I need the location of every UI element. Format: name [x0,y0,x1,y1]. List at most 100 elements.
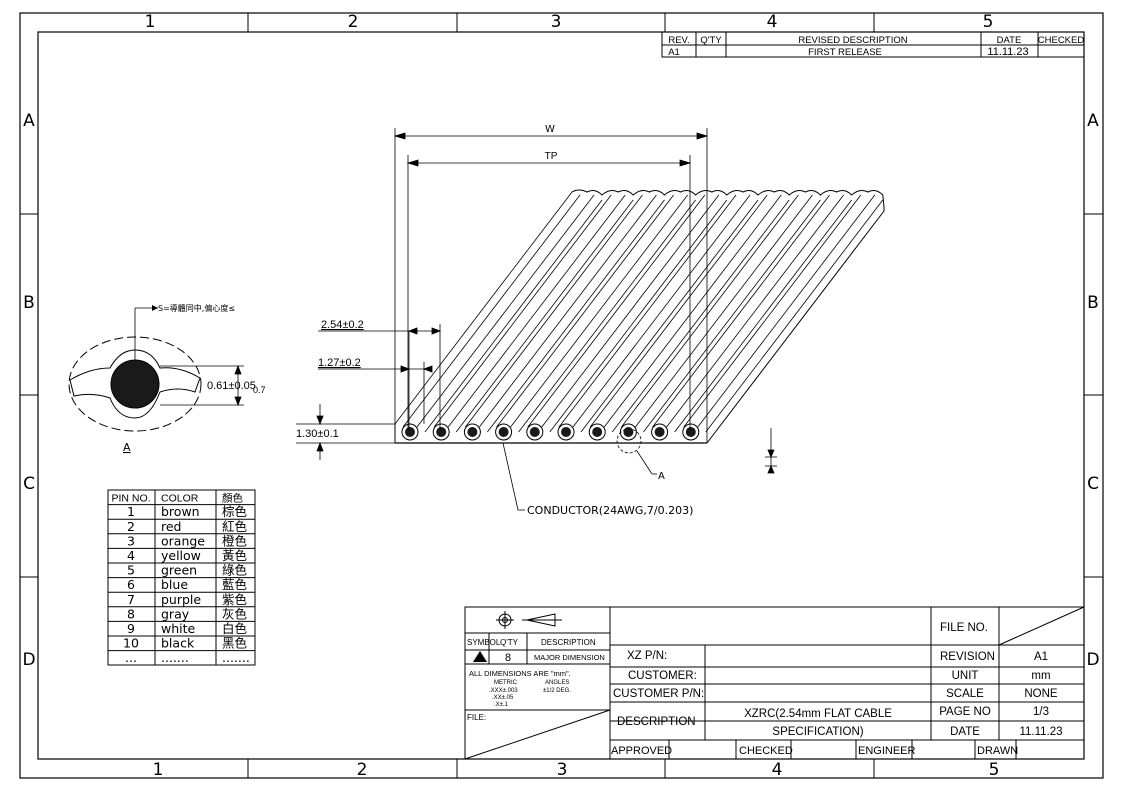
conductor-line [674,199,852,433]
row-label-left-A: A [23,111,35,131]
section-label: A [123,441,131,454]
dim-end-thickness [765,428,777,474]
symbol-qty: 8 [505,652,511,664]
rev-date-value: 11.11.23 [987,46,1028,58]
dim-half-pitch-label: 1.27±0.2 [318,357,361,369]
conductor-line [465,194,643,428]
customer-pn-label: CUSTOMER P/N: [613,688,704,700]
tol-metric: METRIC [494,680,518,686]
pin-table-cell: 紅色 [222,519,248,534]
conductor-lines [394,191,884,433]
pin-table-cell: 2 [127,519,135,534]
detail-callout-circle [616,428,642,454]
pin-table-cell: 灰色 [222,606,248,621]
conductor-line [527,194,706,428]
cable-right-edge [706,207,885,444]
symbol-triangle-icon [473,651,487,662]
tol-xxx: .XXX±.003 [489,688,518,694]
conductor-line [580,199,759,433]
conductor-line [558,194,737,428]
dim-insulation-overlap: 0.7 [253,385,266,395]
scale-label: SCALE [946,688,984,700]
conductor-line [541,194,720,428]
qty-header: Q'TY [700,35,722,46]
col-label-top-1: 1 [145,12,156,32]
col-label-top-3: 3 [551,12,562,32]
pin-table-cell: brown [161,504,200,519]
pin-table-cell: orange [161,533,205,548]
pin-table-cell: ....... [161,650,189,665]
pin-table-cell: 棕色 [222,504,248,519]
customer-label: CUSTOMER: [628,670,697,682]
symbol-desc: MAJOR DIMENSION [534,653,605,662]
conductor-line [603,194,782,428]
detail-callout-label: A [658,471,665,482]
conductor-line [621,194,799,428]
conductor-line [611,199,790,433]
zone-ticks [20,13,1103,778]
pin-table-cell: 9 [127,621,135,636]
pin-table-cell: purple [161,592,201,607]
row-label-left-D: D [22,650,35,670]
conductor-line [416,194,595,428]
conductor-section [110,359,160,409]
row-label-right-B: B [1087,293,1099,313]
dim-half-pitch [318,362,433,424]
conductor-line [424,199,603,433]
conductor-line [402,194,581,428]
section-note: S=導體同中,偏心度≤ [158,303,235,313]
col-label-top-5: 5 [983,12,994,32]
row-label-left-C: C [23,474,35,494]
conductor-line [433,194,612,428]
conductor-core [685,427,696,437]
date-value: 11.11.23 [1019,726,1062,738]
conductor-core [467,427,478,437]
tol-xx: .XX±.05 [492,695,514,701]
conductor-line [705,199,884,433]
pin-table-cell: yellow [161,548,201,563]
pin-table-cell: 橙色 [222,533,248,548]
pin-table-cell: 5 [127,563,135,578]
dim-pitch-label: 2.54±0.2 [321,319,364,331]
conductor-core [405,427,415,437]
conductor-core [498,427,509,437]
checked-header: CHECKED [1038,35,1085,46]
description-label: DESCRIPTION [617,716,696,728]
pin-table-cell: ....... [222,650,250,665]
col-label-bottom-2: 2 [357,760,368,780]
conductor-line [479,194,657,428]
pin-table-cell: 綠色 [222,563,248,578]
pin-table-header: 顏色 [222,492,243,505]
pin-table-cell: 1 [127,504,135,519]
conductor-line [683,194,862,428]
description-line2: SPECIFICATION) [772,726,863,738]
conductor-core [592,427,603,437]
file-no-label: FILE NO. [940,622,988,634]
dim-insulation-label: 0.61±0.05 [207,380,256,392]
conductor-core [529,427,540,437]
conductor-core [436,427,447,437]
conductor-line [510,194,688,428]
dim-tp-label: TP [545,151,558,162]
tol-x: .X±.1 [494,702,509,708]
pin-table-cell: 8 [127,606,135,621]
dim-w [393,128,709,443]
pin-table-header: PIN NO. [111,493,150,505]
projection-symbol-icon [496,611,562,629]
desc-header-tb: DESCRIPTION [541,638,596,647]
conductor-line [496,194,674,428]
conductor-line [487,199,665,433]
col-label-bottom-5: 5 [989,760,1000,780]
pin-table-cell: 紫色 [222,592,248,607]
engineer-label: ENGINEER [858,745,916,757]
rev-header: REV. [668,35,689,46]
revised-description-header: REVISED DESCRIPTION [798,35,907,46]
qty-header-tb: Q'TY [500,638,519,647]
section-a-detail: S=導體同中,偏心度≤ 0.61±0.05 0.7 A [68,303,266,454]
title-block: SYMBOL Q'TY DESCRIPTION 8 MAJOR DIMENSIO… [464,606,1085,760]
pin-table-cell: 7 [127,592,135,607]
pin-table-cell: white [161,621,196,636]
flat-cable-drawing: A CONDUCTOR(24AWG,7/0.203) W TP [296,124,885,517]
